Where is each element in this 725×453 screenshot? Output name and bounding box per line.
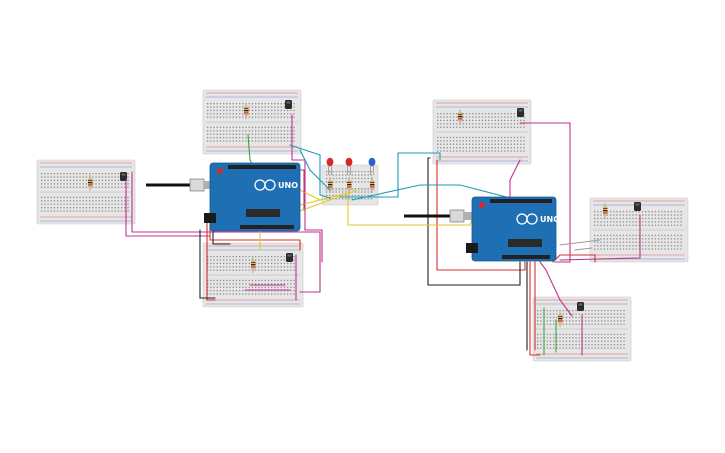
bb-left-far-breadboard[interactable]: [36, 159, 136, 225]
wire-yellow[interactable]: [299, 189, 341, 201]
board-label: UNO: [278, 181, 298, 190]
wire-pink[interactable]: [131, 171, 321, 293]
arduino-logo-icon: [526, 213, 538, 225]
resistor-icon[interactable]: [88, 175, 93, 191]
wire-black[interactable]: [427, 157, 521, 286]
board-body: [471, 196, 557, 262]
wire-cyan[interactable]: [351, 184, 511, 201]
wire-pink[interactable]: [539, 261, 573, 317]
wire-pink[interactable]: [559, 214, 641, 261]
bb-left-bottom-breadboard[interactable]: [202, 242, 304, 308]
wire-black[interactable]: [199, 229, 216, 299]
power-jack: [466, 243, 478, 253]
wire-cyan[interactable]: [339, 152, 441, 198]
temperature-sensor-icon[interactable]: [120, 172, 127, 181]
wire-gray[interactable]: [574, 247, 593, 251]
resistor-icon[interactable]: [603, 203, 608, 219]
resistor-icon[interactable]: [458, 109, 463, 125]
wire-red[interactable]: [206, 219, 216, 301]
usb-port: [204, 181, 210, 189]
bb-right-top-breadboard[interactable]: [432, 99, 532, 165]
breadboards: [36, 89, 689, 362]
breadboard-holes: [207, 256, 295, 295]
breadboard-holes: [326, 171, 373, 200]
resistor-icon[interactable]: [251, 257, 256, 273]
wire-gray[interactable]: [559, 239, 601, 246]
usb-plug-icon[interactable]: [189, 178, 205, 192]
bb-right-far-breadboard[interactable]: [589, 197, 689, 263]
led-icon[interactable]: [368, 157, 376, 175]
temperature-sensor-icon[interactable]: [634, 202, 641, 211]
resistor-icon[interactable]: [370, 177, 375, 193]
temperature-sensor-icon[interactable]: [517, 108, 524, 117]
temperature-sensor-icon[interactable]: [577, 302, 584, 311]
arduino-logo-icon: [264, 179, 276, 191]
wire-cyan[interactable]: [289, 144, 331, 199]
temperature-sensor-icon[interactable]: [286, 253, 293, 262]
led-icon[interactable]: [326, 157, 334, 175]
usb-port: [464, 212, 472, 220]
breadboard-holes: [437, 113, 525, 152]
breadboard-holes: [207, 103, 295, 142]
wire-pink[interactable]: [125, 179, 211, 237]
wire-pink[interactable]: [519, 122, 571, 263]
wire-pink[interactable]: [291, 114, 323, 263]
usb-plug-icon[interactable]: [449, 209, 465, 223]
resistor-icon[interactable]: [558, 311, 563, 327]
board-body: [209, 162, 301, 232]
arduino-boards: UNO UNO: [146, 162, 560, 262]
resistor-icon[interactable]: [347, 177, 352, 193]
analog-header[interactable]: [240, 225, 294, 229]
reset-button[interactable]: [217, 168, 223, 174]
wire-red[interactable]: [552, 254, 596, 263]
uno-left-arduino[interactable]: UNO: [146, 162, 301, 232]
wire-pink[interactable]: [509, 159, 521, 201]
breadboard-holes: [41, 173, 129, 212]
analog-header[interactable]: [502, 255, 550, 259]
power-jack: [204, 213, 216, 223]
board-label: UNO: [540, 215, 560, 224]
wire-red[interactable]: [529, 261, 541, 356]
wire-cyan[interactable]: [299, 149, 331, 191]
uno-right-arduino[interactable]: UNO: [404, 196, 560, 262]
bb-left-top-breadboard[interactable]: [202, 89, 302, 155]
microcontroller-chip: [508, 239, 542, 247]
breadboard-holes: [594, 211, 682, 250]
digital-header[interactable]: [228, 165, 296, 169]
reset-button[interactable]: [479, 202, 485, 208]
temperature-sensor-icon[interactable]: [285, 100, 292, 109]
breadboard-holes: [537, 310, 625, 349]
microcontroller-chip: [246, 209, 280, 217]
led-icon[interactable]: [345, 157, 353, 175]
digital-header[interactable]: [490, 199, 552, 203]
resistor-icon[interactable]: [244, 103, 249, 119]
